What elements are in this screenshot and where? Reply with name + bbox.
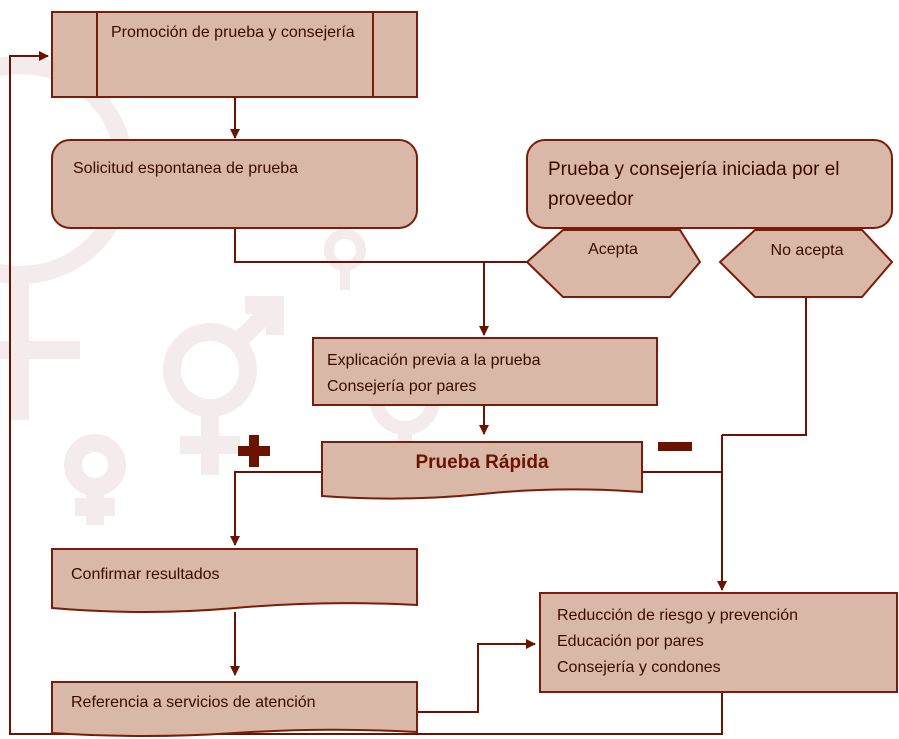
- risk-box-shape: [539, 592, 898, 693]
- promotion-box-shape: [51, 11, 418, 98]
- promotion-label: Promoción de prueba y consejería: [111, 24, 355, 41]
- referral-label: Referencia a servicios de atención: [71, 694, 316, 711]
- confirm-shape: [51, 548, 418, 613]
- positive-plus-icon: [238, 435, 270, 467]
- pretest-line2: Consejería por pares: [327, 378, 477, 395]
- risk-line1: Reducción de riesgo y prevención: [557, 607, 799, 624]
- rapid-test-shape: [321, 441, 643, 500]
- negative-minus-icon: [658, 442, 692, 451]
- risk-line3: Consejería y condones: [557, 659, 721, 676]
- confirm-label: Confirmar resultados: [71, 566, 220, 583]
- declines-label: No acepta: [770, 242, 844, 259]
- connectors: [9, 51, 807, 735]
- risk-line2: Educación por pares: [557, 633, 704, 650]
- spontaneous-label: Solicitud espontanea de prueba: [73, 160, 299, 177]
- rapid-test-label: Prueba Rápida: [415, 452, 549, 473]
- referral-shape: [51, 681, 418, 737]
- declines-shape: [718, 229, 894, 298]
- accepts-label: Acepta: [588, 241, 638, 258]
- provider-box-shape: [526, 139, 893, 229]
- accepts-shape: [525, 229, 702, 298]
- provider-label: Prueba y consejería iniciada por el prov…: [548, 159, 840, 210]
- pretest-box-shape: [312, 337, 658, 406]
- shapes: [51, 11, 898, 737]
- spontaneous-box-shape: [51, 139, 418, 229]
- pretest-line1: Explicación previa a la prueba: [327, 352, 541, 369]
